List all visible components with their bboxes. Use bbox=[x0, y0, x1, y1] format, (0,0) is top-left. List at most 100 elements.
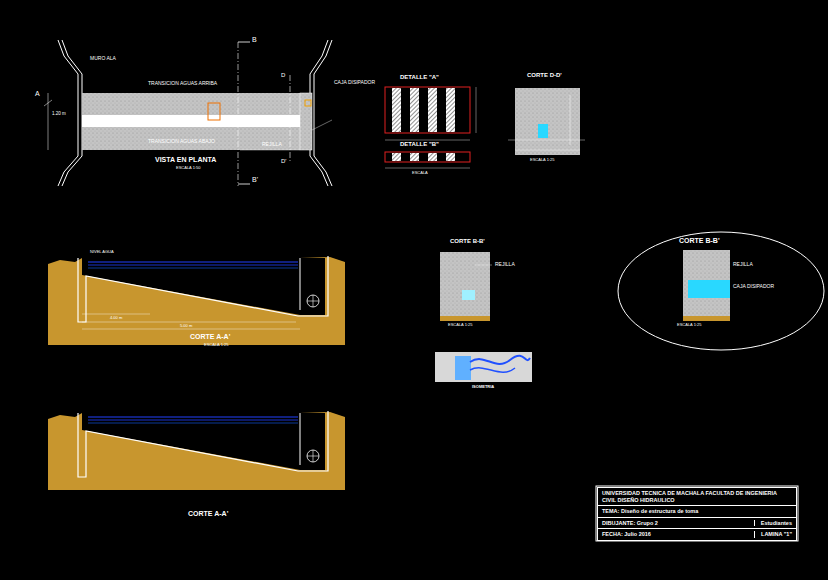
section-a-upper-part bbox=[300, 258, 301, 310]
detail-a-part bbox=[476, 87, 477, 133]
section-b bbox=[440, 252, 492, 321]
drawing-label: TRANSICION AGUAS ABAJO bbox=[148, 139, 215, 145]
section-a-upper-part bbox=[300, 258, 325, 315]
detail-b-part bbox=[385, 152, 470, 162]
plan-view-part bbox=[240, 150, 300, 151]
drawing-label: DETALLE "B" bbox=[400, 141, 439, 148]
section-label: REJILLA bbox=[733, 261, 753, 267]
section-a-lower-part bbox=[88, 417, 298, 418]
detail-b bbox=[385, 152, 470, 168]
drawing-label: A bbox=[35, 90, 40, 98]
section-a-lower-part bbox=[48, 412, 345, 490]
plan-view-part bbox=[48, 93, 49, 150]
detail-a-part bbox=[385, 87, 470, 133]
section-a-upper-part bbox=[88, 265, 298, 266]
section-a-upper-part bbox=[88, 262, 298, 263]
drawing-label: B bbox=[252, 36, 257, 44]
section-b-part bbox=[440, 252, 490, 316]
section-d-part bbox=[538, 124, 548, 138]
isometric-view-part bbox=[435, 352, 532, 382]
section-a-lower bbox=[48, 411, 345, 490]
section-d-part bbox=[508, 140, 585, 141]
isometric-view-part bbox=[470, 368, 515, 372]
detail-a-part bbox=[385, 140, 470, 141]
section-b-part bbox=[462, 290, 475, 300]
section-a-upper-part bbox=[78, 256, 328, 322]
drawing-label: ESCALA 1:25 bbox=[530, 158, 554, 162]
drawing-label: NIVEL AGUA bbox=[90, 250, 114, 254]
detail-a-part bbox=[446, 88, 455, 132]
detail-b-part bbox=[385, 168, 470, 169]
section-label: ESCALA 1:25 bbox=[677, 322, 701, 327]
detail-b-part bbox=[410, 153, 419, 161]
drawing-label: ISOMETRIA bbox=[472, 385, 494, 389]
section-a-upper-part bbox=[82, 258, 300, 315]
plan-view-part bbox=[238, 184, 250, 185]
title-block-text: LAMINA "1" bbox=[754, 531, 792, 538]
detail-b-part bbox=[428, 153, 437, 161]
drawing-label: TRANSICION AGUAS ARRIBA bbox=[148, 81, 217, 87]
drawing-label: ESCALA bbox=[412, 171, 428, 175]
section-b-highlight bbox=[683, 250, 730, 321]
drawing-label: REJILLA bbox=[495, 262, 515, 268]
highlight-ellipse: CORTE B-B' REJILLA CAJA DISIPADOR ESCALA 1:… bbox=[617, 231, 825, 351]
title-block-text: Estudiantes bbox=[754, 520, 792, 527]
section-a-lower-part bbox=[78, 411, 328, 477]
section-a-lower-part bbox=[313, 450, 314, 462]
isometric-view-part bbox=[455, 356, 471, 380]
section-a-upper-part bbox=[307, 295, 319, 307]
plan-view-part bbox=[290, 75, 291, 162]
section-a-lower-part bbox=[88, 420, 298, 421]
title-block-text: UNIVERSIDAD TECNICA DE MACHALA FACULTAD … bbox=[602, 490, 792, 503]
section-b-highlight-part bbox=[688, 280, 730, 298]
section-a-lower-part bbox=[307, 450, 319, 462]
ellipse-outline bbox=[617, 231, 825, 351]
drawing-label: CORTE A-A' bbox=[190, 333, 230, 341]
title-block-row: FECHA: Julio 2016LAMINA "1" bbox=[597, 528, 797, 541]
drawing-label: 5.00 m bbox=[180, 324, 192, 328]
isometric-view-part bbox=[470, 356, 530, 364]
drawing-label: 1.20 m bbox=[52, 112, 66, 117]
section-a-upper-part bbox=[48, 257, 345, 345]
plan-view-part bbox=[312, 120, 332, 130]
section-a-lower-part bbox=[300, 413, 325, 470]
plan-view-part bbox=[44, 100, 52, 106]
drawing-label: B' bbox=[252, 176, 258, 184]
drawing-label: CORTE A-A' bbox=[188, 510, 228, 518]
section-a-lower-part bbox=[82, 413, 300, 470]
detail-a-part bbox=[428, 88, 437, 132]
plan-view-part bbox=[300, 93, 312, 150]
section-b-part bbox=[475, 265, 492, 266]
drawing-label: ESCALA 1:50 bbox=[176, 166, 200, 170]
drawing-label: MURO ALA bbox=[90, 56, 116, 62]
section-b-highlight-part bbox=[683, 316, 730, 321]
drawing-label: D' bbox=[281, 158, 286, 165]
title-block-text: FECHA: Julio 2016 bbox=[602, 531, 754, 538]
section-label: CORTE B-B' bbox=[679, 237, 720, 244]
drawing-label: 4.00 m bbox=[110, 316, 122, 320]
plan-view-part bbox=[238, 42, 250, 43]
drawing-label: D bbox=[281, 72, 285, 79]
plan-view-part bbox=[314, 40, 332, 186]
plan-view-part bbox=[208, 103, 220, 120]
title-block-row: UNIVERSIDAD TECNICA DE MACHALA FACULTAD … bbox=[597, 487, 797, 506]
section-d-part bbox=[515, 88, 580, 155]
plan-view-part bbox=[238, 42, 239, 186]
section-label: CAJA DISIPADOR bbox=[733, 283, 774, 289]
drawing-label: ESCALA 1:25 bbox=[448, 323, 472, 327]
detail-a-part bbox=[392, 88, 401, 132]
section-a-upper bbox=[48, 256, 345, 345]
section-d-part bbox=[515, 150, 580, 151]
detail-b-part bbox=[446, 153, 455, 161]
section-a-upper-part bbox=[82, 322, 296, 323]
title-block-frame-part bbox=[596, 486, 798, 541]
drawing-label: CAJA DISIPADOR bbox=[334, 80, 375, 86]
section-a-upper-part bbox=[82, 329, 300, 330]
plan-view-part bbox=[82, 115, 300, 127]
section-a-upper-part bbox=[313, 295, 314, 307]
isometric-view bbox=[435, 352, 532, 382]
plan-view-part bbox=[82, 93, 300, 150]
drawing-label: CORTE D-D' bbox=[527, 72, 562, 79]
detail-a-part bbox=[410, 88, 419, 132]
